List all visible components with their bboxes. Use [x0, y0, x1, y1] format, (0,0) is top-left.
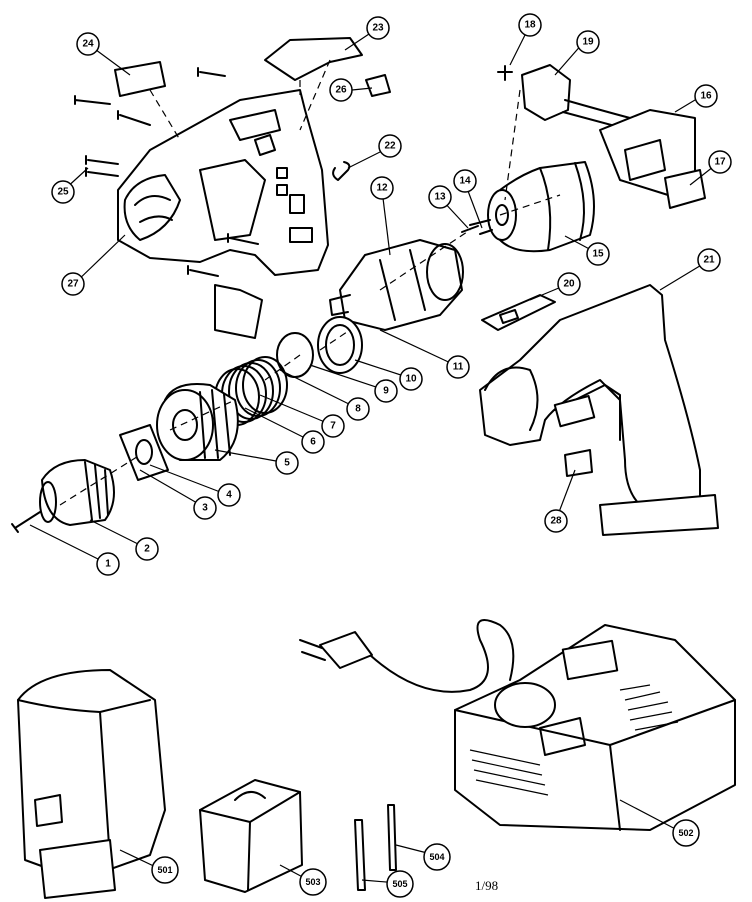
callout-label: 17 — [714, 157, 726, 168]
callout-label: 24 — [82, 39, 94, 50]
callout-label: 1 — [105, 559, 111, 570]
callout-503: 503 — [299, 868, 327, 896]
callout-3: 3 — [193, 496, 217, 520]
screwdriver-bit — [387, 804, 397, 871]
callout-11: 11 — [446, 355, 470, 379]
callout-label: 504 — [429, 852, 444, 862]
callout-label: 8 — [355, 404, 361, 415]
callout-17: 17 — [708, 150, 732, 174]
callout-label: 25 — [57, 187, 69, 198]
rating-label — [564, 449, 593, 477]
callout-2: 2 — [135, 537, 159, 561]
callout-502: 502 — [672, 819, 700, 847]
callout-label: 28 — [550, 516, 562, 527]
date-code: 1/98 — [475, 878, 498, 893]
callout-leaders — [29, 24, 719, 884]
accessory-case — [199, 779, 303, 893]
housing-half — [117, 89, 329, 339]
callout-6: 6 — [301, 430, 325, 454]
motor — [469, 161, 595, 253]
chuck-screw — [11, 511, 41, 533]
callout-label: 27 — [67, 279, 79, 290]
callout-20: 20 — [557, 272, 581, 296]
drill-bit — [354, 819, 366, 891]
callout-label: 2 — [144, 544, 150, 555]
callout-14: 14 — [453, 169, 477, 193]
callout-12: 12 — [370, 176, 394, 200]
callout-28: 28 — [544, 509, 568, 533]
label-plate — [114, 61, 166, 97]
plug — [319, 631, 373, 669]
callout-13: 13 — [428, 185, 452, 209]
callout-15: 15 — [586, 242, 610, 266]
callout-label: 15 — [592, 249, 604, 260]
callout-19: 19 — [576, 30, 600, 54]
chuck — [39, 459, 115, 526]
callout-7: 7 — [321, 414, 345, 438]
callout-label: 502 — [678, 828, 693, 838]
callout-label: 20 — [563, 279, 575, 290]
charger — [454, 624, 736, 831]
callout-27: 27 — [61, 272, 85, 296]
callout-label: 9 — [383, 386, 389, 397]
callout-label: 18 — [524, 20, 536, 31]
gearbox — [329, 239, 464, 331]
callout-label: 21 — [703, 255, 715, 266]
callout-22: 22 — [378, 134, 402, 158]
clip — [365, 74, 391, 97]
callout-26: 26 — [329, 78, 353, 102]
callout-label: 14 — [459, 176, 471, 187]
washer — [119, 424, 169, 481]
callout-4: 4 — [217, 483, 241, 507]
callout-10: 10 — [399, 367, 423, 391]
callout-label: 7 — [330, 421, 336, 432]
callout-label: 505 — [392, 879, 407, 889]
callout-16: 16 — [694, 84, 718, 108]
callout-label: 5 — [284, 458, 290, 469]
callout-5: 5 — [275, 451, 299, 475]
callout-504: 504 — [423, 843, 451, 871]
callout-label: 13 — [434, 192, 446, 203]
callout-label: 503 — [305, 877, 320, 887]
switch-assembly — [497, 64, 706, 209]
callout-label: 12 — [376, 183, 388, 194]
callout-1: 1 — [96, 552, 120, 576]
callout-label: 23 — [372, 23, 384, 34]
callout-501: 501 — [151, 856, 179, 884]
power-cord — [369, 619, 515, 693]
callout-8-upper: 8 — [346, 397, 370, 421]
spring-clip — [332, 161, 351, 181]
main-housing — [479, 284, 719, 536]
direction-switch — [481, 294, 556, 331]
end-cap — [264, 37, 363, 81]
battery-pack — [17, 669, 166, 899]
callout-label: 10 — [405, 374, 417, 385]
callout-label: 26 — [335, 85, 347, 96]
callout-label: 22 — [384, 141, 396, 152]
callout-label: 19 — [582, 37, 594, 48]
callout-23: 23 — [366, 16, 390, 40]
callout-label: 3 — [202, 503, 208, 514]
callout-21: 21 — [697, 248, 721, 272]
callout-24: 24 — [76, 32, 100, 56]
callout-label: 6 — [310, 437, 316, 448]
callout-label: 501 — [157, 865, 172, 875]
callout-label: 11 — [453, 362, 464, 373]
callout-505: 505 — [386, 870, 414, 898]
callout-label: 16 — [700, 91, 712, 102]
clutch-collar — [156, 383, 239, 461]
callout-label: 4 — [226, 490, 232, 501]
callout-9: 9 — [374, 379, 398, 403]
callout-18: 18 — [518, 13, 542, 37]
callout-25: 25 — [51, 180, 75, 204]
screws — [74, 67, 259, 277]
